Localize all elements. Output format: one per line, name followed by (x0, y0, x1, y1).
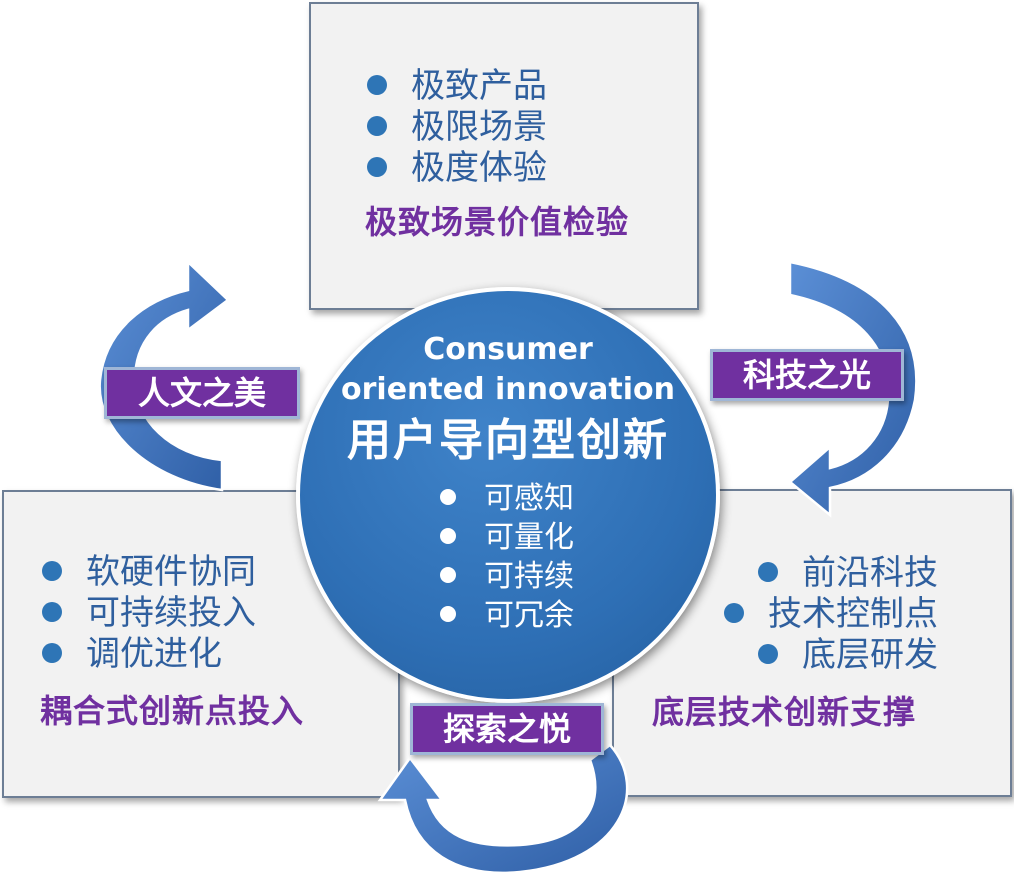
bottom-cycle-arrow (377, 743, 629, 875)
bullet-dot (758, 561, 778, 582)
bullet-dot (367, 115, 387, 136)
center-circle: Consumer oriented innovation 用户导向型创新 可感知… (296, 287, 720, 703)
list-item: 软硬件协同 (42, 552, 256, 593)
list-item: 极限场景 (367, 107, 547, 148)
bullet-dot (42, 601, 62, 622)
tag-left: 人文之美 (104, 367, 300, 419)
list-item: 可持续 (440, 557, 574, 596)
bullet-dot (440, 527, 456, 544)
list-item: 可冗余 (440, 596, 574, 635)
left-box-list: 软硬件协同 可持续投入 调优进化 (42, 552, 256, 675)
right-box-heading: 底层技术创新支撑 (652, 693, 917, 731)
bullet-dot (42, 560, 62, 581)
left-box-heading: 耦合式创新点投入 (40, 692, 305, 730)
top-box-heading: 极致场景价值检验 (365, 203, 630, 241)
list-item: 极度体验 (367, 148, 547, 189)
list-item: 极致产品 (367, 66, 547, 107)
tag-bottom: 探索之悦 (410, 703, 604, 755)
top-box: 极致产品 极限场景 极度体验 极致场景价值检验 (309, 2, 699, 310)
center-title-zh: 用户导向型创新 (347, 415, 669, 466)
center-title-en-line2: oriented innovation (341, 372, 675, 407)
list-item: 底层研发 (722, 635, 938, 676)
bullet-dot (440, 566, 456, 583)
list-item: 技术控制点 (722, 594, 938, 635)
bullet-dot (42, 642, 62, 663)
bullet-dot (367, 74, 387, 95)
bullet-dot (440, 605, 456, 622)
tag-right: 科技之光 (710, 349, 904, 401)
top-box-list: 极致产品 极限场景 极度体验 (367, 66, 547, 189)
list-item: 可感知 (440, 479, 574, 518)
center-title-en-line1: Consumer (423, 332, 593, 367)
bullet-dot (440, 488, 456, 505)
bullet-dot (758, 643, 778, 664)
bullet-dot (724, 602, 744, 623)
list-item: 可持续投入 (42, 593, 256, 634)
left-box: 软硬件协同 可持续投入 调优进化 耦合式创新点投入 (2, 490, 400, 798)
list-item: 调优进化 (42, 634, 256, 675)
list-item: 前沿科技 (722, 553, 938, 594)
bullet-dot (367, 156, 387, 177)
list-item: 可量化 (440, 518, 574, 557)
center-list: 可感知 可量化 可持续 可冗余 (440, 479, 574, 635)
right-box-list: 前沿科技 技术控制点 底层研发 (722, 553, 938, 676)
